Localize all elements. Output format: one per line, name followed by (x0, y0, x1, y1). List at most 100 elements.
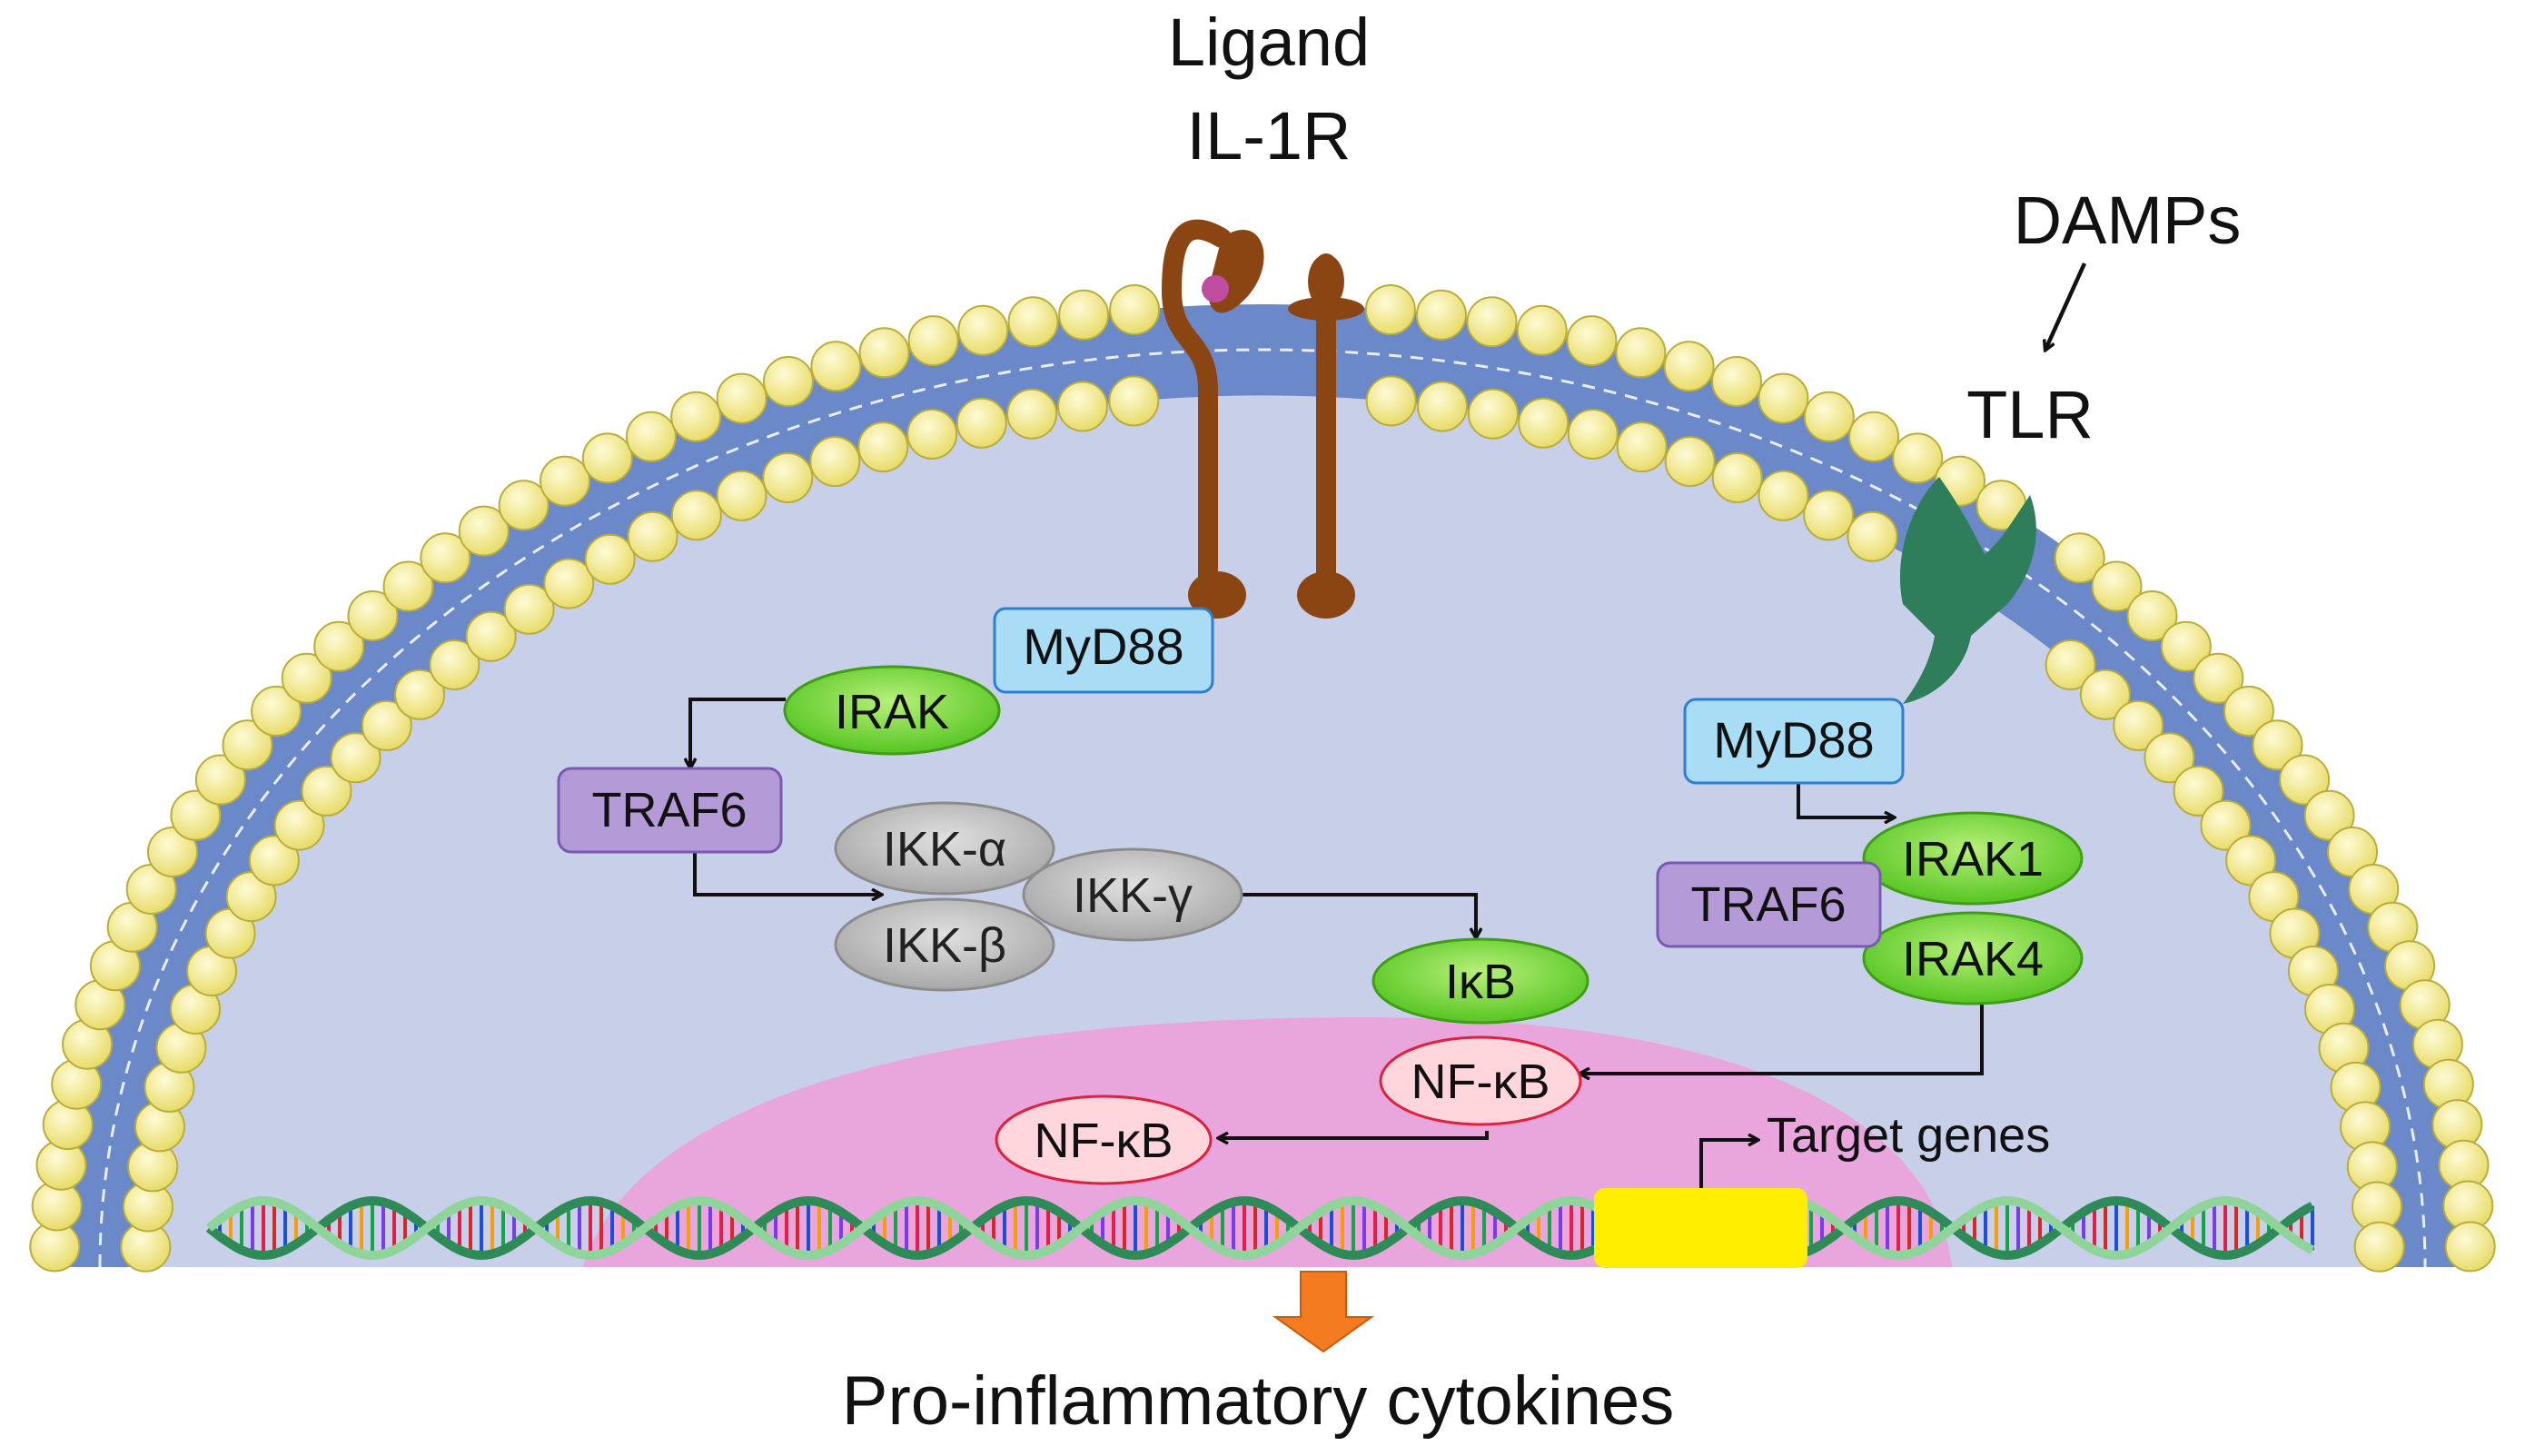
lipid-head (857, 421, 909, 473)
lipid-head (1518, 397, 1570, 449)
lipid-head (222, 719, 273, 771)
lipid-head (2303, 789, 2355, 841)
nfkb-nucleus-node (995, 1094, 1213, 1185)
lipid-head (1364, 284, 1416, 335)
dna-strand (205, 1195, 2315, 1261)
ikb-node (1371, 937, 1589, 1025)
lipid-head (1616, 421, 1668, 473)
lipid-head (1892, 432, 1944, 484)
lipid-head (2144, 732, 2195, 784)
lipid-head (625, 411, 677, 462)
lipid-head (194, 754, 246, 806)
lipid-head (956, 397, 1007, 449)
damps-arrow (2045, 262, 2087, 350)
lipid-head (458, 505, 510, 557)
lipid-head (429, 639, 480, 690)
lipid-head (2113, 699, 2164, 751)
lipid-head (1466, 296, 1518, 348)
lipid-head (251, 685, 302, 737)
lipid-head (1109, 284, 1161, 335)
nfkb-cytoplasm-node (1379, 1035, 1582, 1126)
lipid-head (716, 470, 767, 521)
myd88-left-label: MyD88 (1023, 618, 1183, 675)
lipid-head (147, 827, 198, 877)
lipid-head (281, 652, 332, 704)
lipid-head (1847, 510, 1898, 562)
il1r-receptor (1161, 219, 1364, 619)
lipid-head (1758, 372, 1809, 424)
ligand-dot (1202, 275, 1229, 302)
target-gene-box (1594, 1188, 1807, 1268)
nfkb-cytoplasm-label: NF-κB (1411, 1055, 1550, 1109)
lipid-head (1057, 381, 1108, 432)
arrow-ikk-to-ikb (1240, 893, 1476, 937)
lipid-head (361, 699, 412, 751)
tlr-label: TLR (1966, 377, 2094, 452)
dna-backbone (205, 1195, 2315, 1261)
lipid-head (2091, 560, 2143, 612)
lipid-head (670, 490, 722, 541)
lipid-head (907, 315, 959, 367)
lipid-head (1615, 327, 1667, 379)
lipid-head (763, 356, 814, 407)
lipid-head (809, 436, 861, 488)
arrow-traf6-to-ikk (693, 845, 881, 895)
lipid-head (957, 304, 1009, 356)
lipid-head (1803, 391, 1855, 442)
lipid-head (301, 765, 352, 817)
myd88-left-box (993, 607, 1214, 694)
target-genes-arrow (1699, 1140, 1758, 1188)
lipid-head (1663, 341, 1715, 392)
lipid-bilayer-heads (29, 284, 2496, 1273)
lipid-head (498, 480, 550, 531)
traf6-left-box (557, 767, 783, 854)
lipid-head (313, 620, 365, 672)
ikk-alpha-label: IKK-α (883, 822, 1006, 877)
irak1-node (1862, 811, 2084, 906)
lipid-head (170, 789, 222, 841)
lipid-head (1848, 411, 1900, 462)
lipid-head (810, 341, 862, 392)
lipid-head (382, 560, 434, 612)
lipid-head (2054, 532, 2105, 584)
ikk-gamma-node (1022, 847, 1243, 942)
myd88-right-label: MyD88 (1713, 711, 1874, 768)
nfkb-nucleus-label: NF-κB (1035, 1114, 1173, 1168)
lipid-head (2045, 639, 2096, 690)
ikk-alpha-node (834, 801, 1055, 896)
lipid-head (1803, 490, 1855, 541)
lipid-head (1516, 304, 1568, 356)
lipid-head (394, 669, 446, 720)
lipid-head (670, 391, 722, 442)
lipid-head (465, 610, 517, 662)
lipid-head (1664, 436, 1716, 488)
lipid-head (1058, 289, 1110, 341)
lipid-head (503, 583, 555, 635)
lipid-head (273, 799, 325, 851)
lipid-head (1567, 409, 1619, 460)
ikk-gamma-label: IKK-γ (1073, 868, 1193, 923)
lipid-head (858, 327, 910, 379)
traf6-right-label: TRAF6 (1690, 877, 1846, 932)
cytoplasm (100, 350, 2425, 1267)
lipid-head (1758, 470, 1809, 521)
lipid-head (2444, 1221, 2496, 1273)
lipid-head (248, 835, 300, 886)
traf6-left-label: TRAF6 (591, 783, 747, 837)
lipid-head (543, 558, 595, 609)
lipid-head (1415, 289, 1467, 341)
output-label: Pro-inflammatory cytokines (842, 1362, 1675, 1440)
lipid-head (2126, 590, 2178, 641)
lipid-head (1006, 388, 1058, 440)
target-genes-label: Target genes (1767, 1108, 2050, 1163)
lipid-head (225, 871, 277, 923)
ikk-beta-node (834, 897, 1055, 992)
irak1-label: IRAK1 (1902, 832, 2044, 886)
lipid-head (2079, 669, 2131, 720)
lipid-head (627, 510, 678, 562)
lipid-head (906, 409, 958, 460)
arrow-irak4-to-nfkb (1580, 1004, 1984, 1074)
arrow-nfkb-translocate (1219, 1131, 1489, 1138)
lipid-head (540, 455, 590, 507)
